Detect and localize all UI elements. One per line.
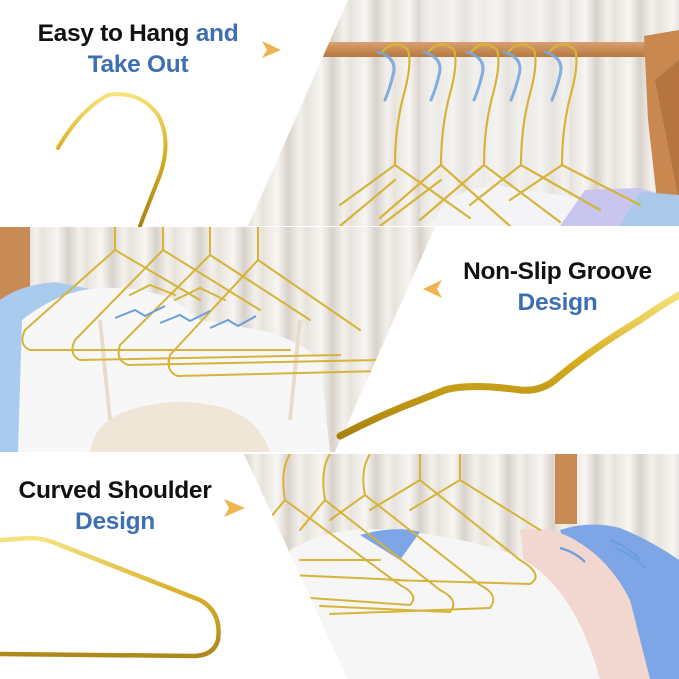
caption-line1: Curved Shoulder	[18, 477, 212, 504]
caption-line2: Design	[517, 289, 598, 316]
arrow-right-icon	[224, 499, 245, 517]
caption-line1-accent: and	[195, 20, 239, 47]
arrow-left-icon	[423, 280, 442, 298]
caption-curved-shoulder: Curved Shoulder Design	[6, 475, 224, 537]
caption-line1: Non-Slip Groove	[463, 258, 652, 285]
hanger-hook-closeup	[56, 92, 168, 228]
caption-non-slip-groove: Non-Slip Groove Design	[450, 256, 665, 318]
tshirts-on-hangers-photo	[244, 454, 679, 679]
caption-line2: Take Out	[87, 51, 189, 78]
curved-shoulder-closeup	[0, 535, 221, 659]
caption-line1: Easy to Hang	[37, 20, 196, 47]
caption-line2: Design	[75, 508, 155, 535]
non-slip-groove-closeup	[336, 291, 679, 440]
arrow-right-icon	[262, 41, 281, 58]
caption-easy-to-hang: Easy to Hang and Take Out	[28, 18, 248, 80]
hangers-on-rod-photo	[248, 0, 679, 226]
